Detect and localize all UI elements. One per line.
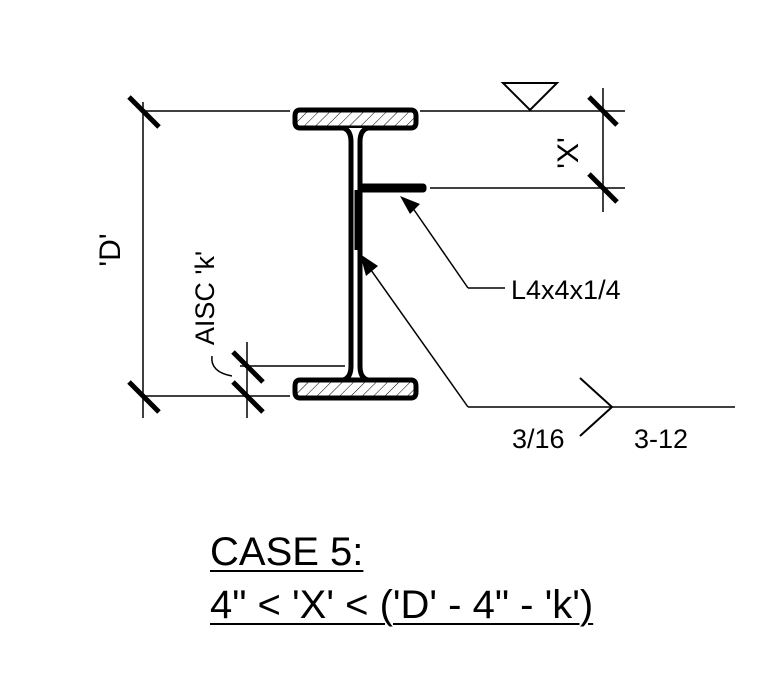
depth-dimension xyxy=(127,95,290,418)
depth-tick-top xyxy=(127,95,161,129)
x-label: 'X' xyxy=(552,137,585,168)
top-of-steel-marker xyxy=(500,82,560,112)
weld-symbol xyxy=(360,254,735,437)
depth-label: 'D' xyxy=(94,233,127,266)
angle-callout xyxy=(400,196,505,289)
x-dimension xyxy=(420,82,625,212)
fillet-weld-symbol xyxy=(579,377,614,437)
k-tick-top xyxy=(231,350,265,384)
k-dimension xyxy=(211,342,345,418)
k-label: AISC 'k' xyxy=(190,251,220,345)
top-flange xyxy=(292,107,419,131)
k-leader xyxy=(211,355,233,377)
i-beam-section xyxy=(292,107,427,401)
x-tick-bottom xyxy=(587,172,619,204)
depth-tick-bottom xyxy=(127,380,161,414)
weld-pitch-label: 3-12 xyxy=(634,424,688,454)
angle-leader-line xyxy=(409,203,469,289)
x-tick-top xyxy=(587,95,619,127)
case-title: CASE 5: xyxy=(210,530,364,574)
weld-arrowhead xyxy=(360,254,378,276)
weld-arrow-line xyxy=(365,262,469,408)
k-tick-bottom xyxy=(231,380,265,414)
weld-size-label: 3/16 xyxy=(512,424,565,454)
angle-leader-arrowhead xyxy=(400,196,420,214)
case-condition: 4" < 'X' < ('D' - 4" - 'k') xyxy=(210,583,594,627)
angle-leg xyxy=(357,183,427,193)
web xyxy=(340,125,371,383)
angle-label: L4x4x1/4 xyxy=(511,275,621,305)
bottom-flange xyxy=(292,377,419,401)
